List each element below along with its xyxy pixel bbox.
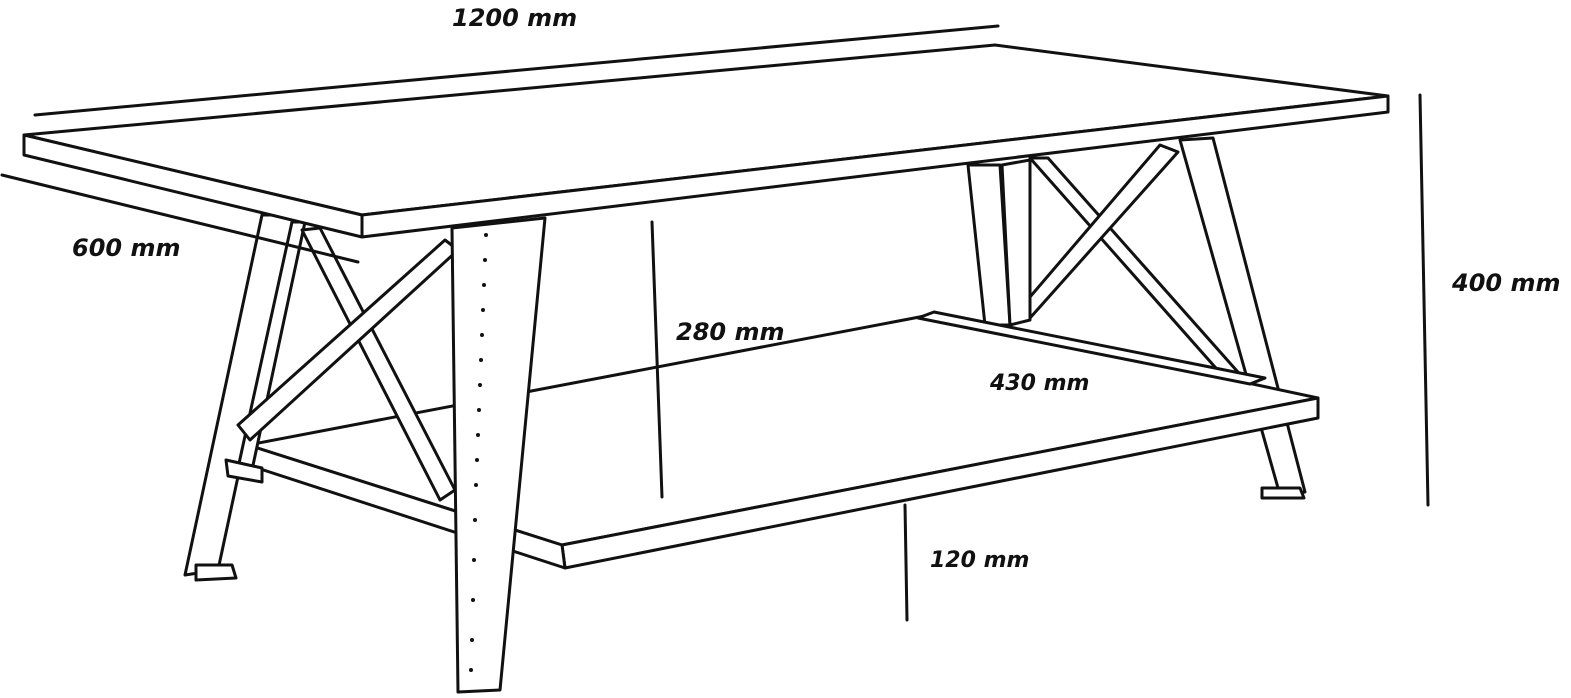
height-label: 400 mm: [1451, 269, 1560, 297]
left-rear-foot: [224, 458, 264, 484]
table-top-left-edge: [22, 133, 364, 239]
floor-clearance-label: 120 mm: [930, 548, 1029, 573]
length-label: 1200 mm: [452, 4, 577, 32]
table-top: [22, 43, 1390, 239]
shelf-back-rail: [916, 310, 1267, 386]
dimension-lines: [0, 24, 1430, 622]
back-inner-post: [1000, 158, 1032, 327]
height-dimension-line: [1418, 93, 1430, 507]
back-right-foot: [1260, 486, 1306, 500]
left-leg-assembly: [183, 213, 460, 582]
front-leg-rivets: [469, 233, 488, 672]
floor-clearance-dimension-line: [903, 503, 909, 622]
front-right-leg: [450, 216, 547, 694]
length-dimension-line: [33, 24, 1000, 117]
front-leg: [450, 216, 547, 694]
shelf-gap-dimension-line: [650, 220, 664, 499]
depth-dimension-line: [0, 173, 360, 264]
shelf-depth-label: 430 mm: [989, 371, 1089, 396]
dimension-labels: 1200 mm 600 mm 400 mm 280 mm 430 mm 120 …: [72, 4, 1560, 573]
depth-label: 600 mm: [72, 234, 180, 262]
left-foot: [194, 563, 238, 582]
shelf-gap-label: 280 mm: [676, 318, 784, 346]
